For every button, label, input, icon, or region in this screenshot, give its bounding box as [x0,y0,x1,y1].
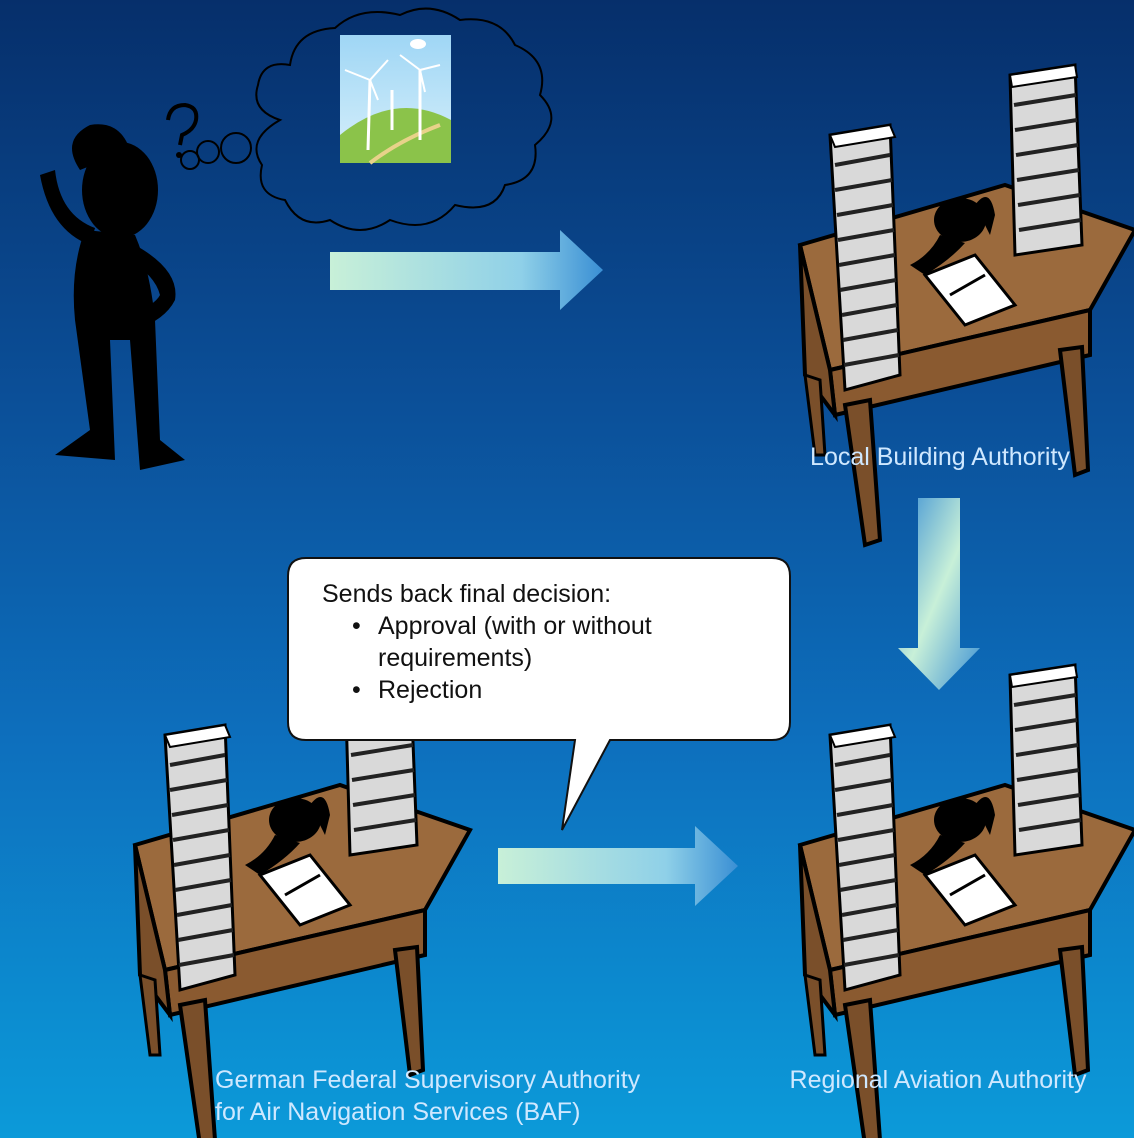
wind-turbine-thought-icon [180,7,553,231]
bullet-line: Approval (with or without [378,612,652,640]
label-line: German Federal Supervisory Authority [215,1066,641,1094]
list-item: Rejection [352,674,782,706]
desk-with-papers-icon [798,63,1134,547]
label-local-building-authority: Local Building Authority [810,443,1070,471]
arrow-icon [330,230,603,310]
list-item: Approval (with or without requirements) [352,610,782,674]
callout-list: Approval (with or without requirements) … [322,610,782,706]
person-thinking-icon [40,102,199,470]
arrow-icon [898,498,980,690]
callout-text: Sends back final decision: Approval (wit… [322,578,782,706]
label-line: for Air Navigation Services (BAF) [215,1098,581,1126]
label-regional-aviation-authority: Regional Aviation Authority [789,1066,1087,1094]
callout-heading: Sends back final decision: [322,580,612,608]
bullet-line: requirements) [378,644,533,672]
arrow-icon [498,826,738,906]
label-federal-authority: German Federal Supervisory Authority for… [215,1064,641,1128]
